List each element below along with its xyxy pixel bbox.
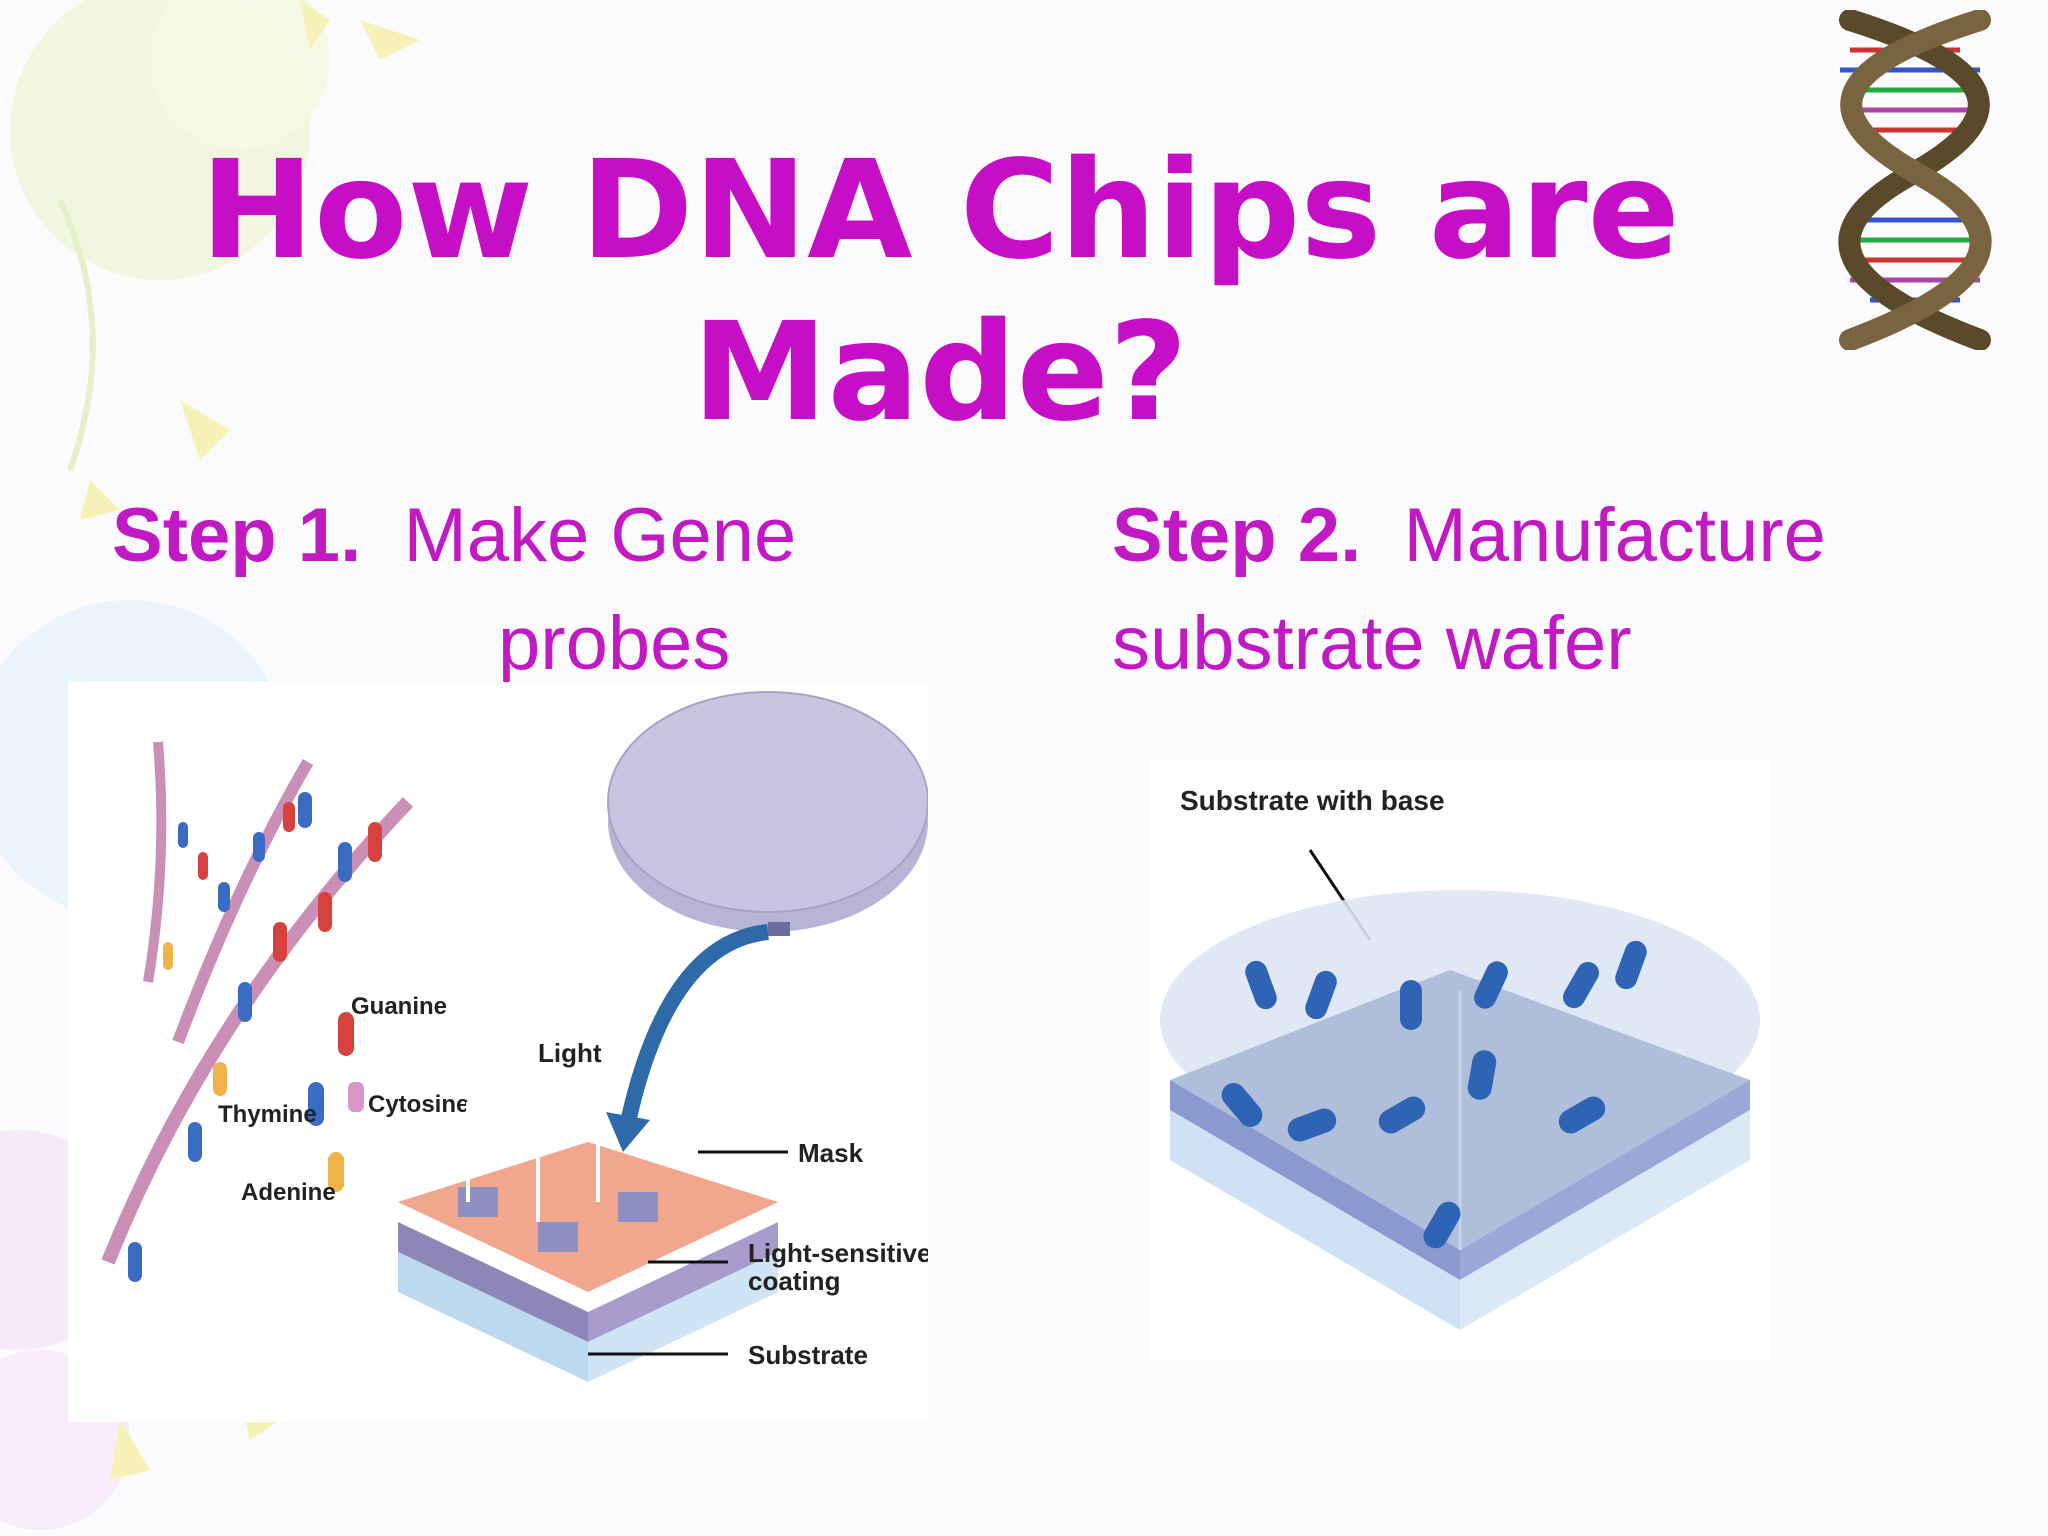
step2-label: Step 2. [1112, 493, 1362, 578]
substrate-wafer-figure: Substrate with base [1150, 760, 1770, 1360]
slide-title-line2: Made? [692, 294, 1188, 452]
step2-caption: Step 2. Manufacture substrate wafer [1112, 482, 2012, 698]
step2-text-line1: Manufacture [1403, 493, 1826, 578]
step1-text-line2: probes [498, 601, 731, 686]
thymine-label: Thymine [218, 1101, 317, 1128]
substrate-block-illustration [1160, 890, 1760, 1330]
dna-strands-illustration [101, 741, 414, 1282]
step1-text-line1: Make Gene [403, 493, 797, 578]
coating-label-line1: Light-sensitive [748, 1238, 928, 1268]
slide-title: How DNA Chips are Made? [90, 130, 1790, 454]
wafer-disk-illustration [607, 691, 928, 936]
cytosine-label: Cytosine [368, 1091, 469, 1118]
coating-label-line2: coating [748, 1266, 840, 1296]
light-label: Light [538, 1038, 602, 1068]
guanine-label: Guanine [351, 993, 447, 1020]
step1-label: Step 1. [112, 493, 362, 578]
step1-caption: Step 1. Make Gene probes [112, 482, 1072, 698]
adenine-label: Adenine [241, 1179, 336, 1206]
substrate-with-base-label: Substrate with base [1180, 785, 1445, 816]
mask-label: Mask [798, 1138, 864, 1168]
slide-title-line1: How DNA Chips are [200, 132, 1680, 290]
photolithography-figure: Guanine Cytosine Thymine Adenine Light M… [68, 682, 928, 1422]
step2-text-line2: substrate wafer [1112, 601, 1632, 686]
layered-chip-illustration [398, 1102, 778, 1382]
dna-helix-icon [1838, 10, 1992, 350]
substrate-label: Substrate [748, 1340, 868, 1370]
